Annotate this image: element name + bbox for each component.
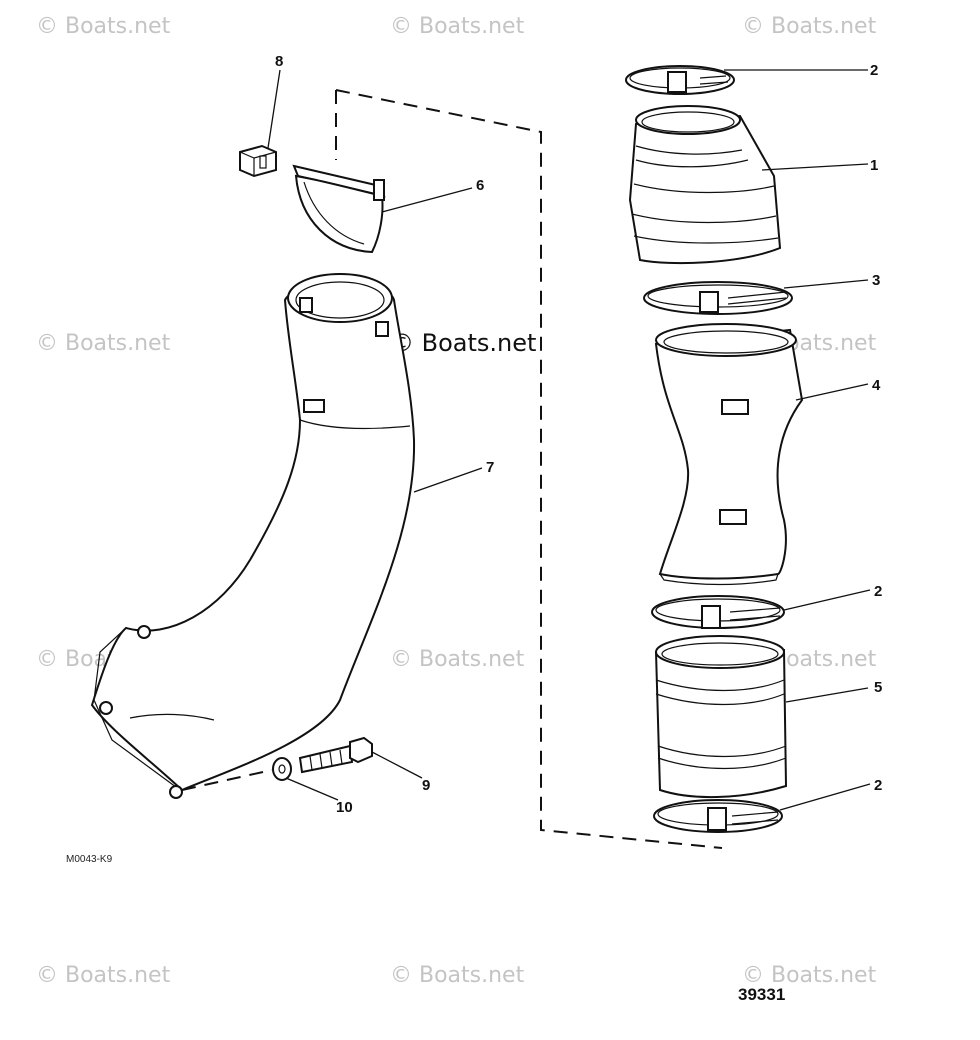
watermark: © Boats.net [36,14,171,39]
part-5-hose [654,635,788,799]
callout-5: 5 [874,679,882,696]
callout-6: 6 [476,177,484,194]
callout-2-middle: 2 [874,583,882,600]
part-1-reducer-hose [628,105,782,265]
part-2-hose-clamp-top [625,65,735,95]
watermark: © Boats.net [390,963,525,988]
callout-8: 8 [275,53,283,70]
part-10-washer [272,757,292,781]
center-watermark: © Boats.net [390,329,536,357]
part-2-hose-clamp-bottom [653,799,783,833]
callout-labels: 8 6 7 2 1 3 4 2 5 2 9 10 [275,53,882,816]
callout-10: 10 [336,799,353,816]
watermark: © Boats.net [36,331,171,356]
part-8-clip [239,144,277,178]
part-4-exhaust-tube [654,323,804,586]
fastener-dashed-line [181,769,273,791]
part-7-exhaust-elbow [90,273,416,799]
part-6-flapper [292,164,386,254]
figure-number: 39331 [738,985,785,1004]
part-3-hose-clamp [643,281,793,315]
part-9-bolt [298,736,373,774]
callout-9: 9 [422,777,430,794]
callout-2-bottom: 2 [874,777,882,794]
part-2-hose-clamp-middle [651,595,785,629]
callout-3: 3 [872,272,880,289]
watermark: © Boats.net [742,14,877,39]
callout-7: 7 [486,459,494,476]
watermark: © Boats.net [742,963,877,988]
watermark: © Boats.net [390,14,525,39]
drawing-code: M0043-K9 [66,854,113,865]
callout-leader-lines [267,69,871,811]
watermark: © Boats.net [36,963,171,988]
callout-1: 1 [870,157,878,174]
callout-4: 4 [872,377,881,394]
callout-2-top: 2 [870,62,878,79]
watermark: © Boats.net [390,647,525,672]
assembly-dashed-line [335,89,723,849]
